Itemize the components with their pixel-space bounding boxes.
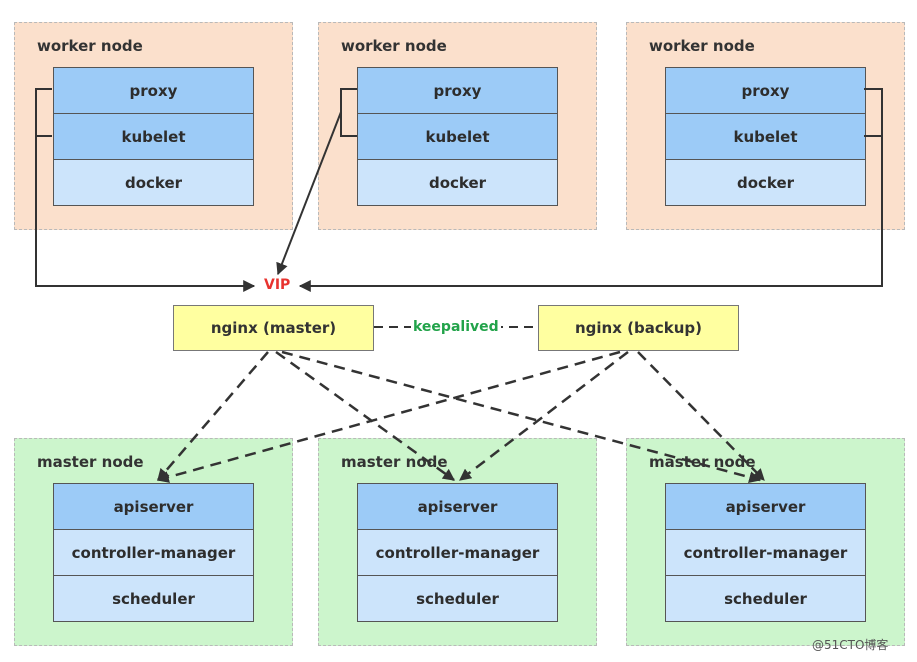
docker-box: docker <box>54 160 253 205</box>
apiserver-box: apiserver <box>54 484 253 530</box>
master-node-2: master node apiserver controller-manager… <box>318 438 597 646</box>
controller-manager-box: controller-manager <box>54 530 253 576</box>
proxy-box: proxy <box>666 68 865 114</box>
worker-node-1: worker node proxy kubelet docker <box>14 22 293 230</box>
master-node-title: master node <box>37 453 144 471</box>
docker-box: docker <box>358 160 557 205</box>
watermark: @51CTO博客 <box>812 638 889 652</box>
nginx-master-box: nginx (master) <box>173 305 374 351</box>
master-node-title: master node <box>341 453 448 471</box>
controller-manager-box: controller-manager <box>358 530 557 576</box>
apiserver-box: apiserver <box>666 484 865 530</box>
keepalived-label: keepalived <box>411 319 501 335</box>
nginx-apiserver-links <box>156 350 765 484</box>
master-node-title: master node <box>649 453 756 471</box>
worker3-vip-line <box>298 88 883 292</box>
worker-node-3: worker node proxy kubelet docker <box>626 22 905 230</box>
master-component-stack: apiserver controller-manager scheduler <box>357 483 558 622</box>
master-node-3: master node apiserver controller-manager… <box>626 438 905 646</box>
scheduler-box: scheduler <box>666 576 865 621</box>
kubelet-box: kubelet <box>54 114 253 160</box>
apiserver-box: apiserver <box>358 484 557 530</box>
worker-component-stack: proxy kubelet docker <box>53 67 254 206</box>
worker-node-2: worker node proxy kubelet docker <box>318 22 597 230</box>
docker-box: docker <box>666 160 865 205</box>
worker-node-title: worker node <box>649 37 755 55</box>
proxy-box: proxy <box>358 68 557 114</box>
scheduler-box: scheduler <box>54 576 253 621</box>
worker-node-title: worker node <box>341 37 447 55</box>
nginx-backup-box: nginx (backup) <box>538 305 739 351</box>
controller-manager-box: controller-manager <box>666 530 865 576</box>
worker2-vip-line <box>276 88 357 276</box>
worker1-vip-line <box>35 88 256 292</box>
master-component-stack: apiserver controller-manager scheduler <box>53 483 254 622</box>
scheduler-box: scheduler <box>358 576 557 621</box>
proxy-box: proxy <box>54 68 253 114</box>
worker-node-title: worker node <box>37 37 143 55</box>
master-node-1: master node apiserver controller-manager… <box>14 438 293 646</box>
kubelet-box: kubelet <box>358 114 557 160</box>
vip-label: VIP <box>264 277 291 293</box>
worker-component-stack: proxy kubelet docker <box>357 67 558 206</box>
master-component-stack: apiserver controller-manager scheduler <box>665 483 866 622</box>
kubelet-box: kubelet <box>666 114 865 160</box>
